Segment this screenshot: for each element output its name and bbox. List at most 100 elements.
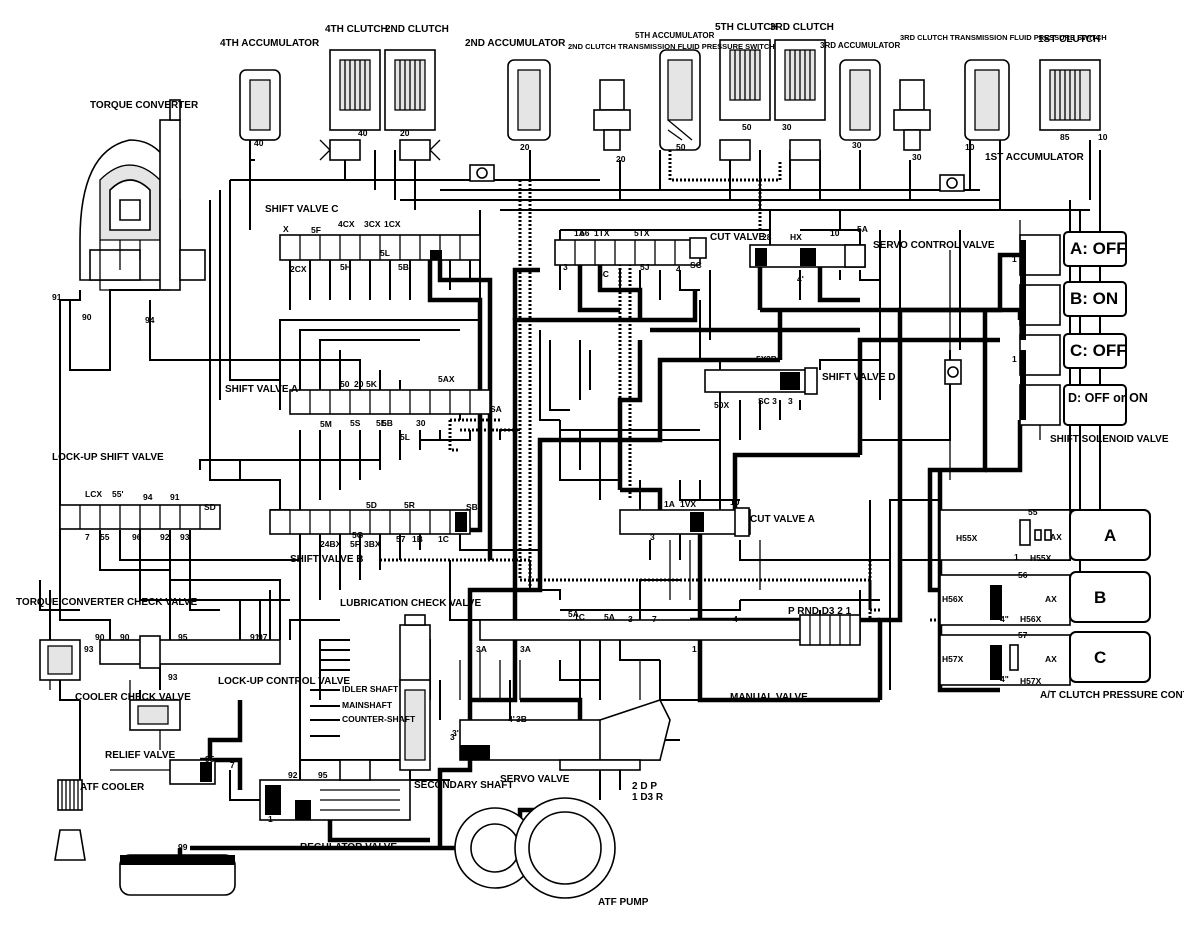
port-50: 50 bbox=[742, 122, 752, 132]
port-sc3: SC 3 bbox=[758, 396, 777, 406]
cooler-check-valve-body bbox=[129, 699, 181, 731]
port-55: 55 bbox=[1028, 507, 1038, 517]
port-99: 99 bbox=[178, 842, 188, 852]
port-3bx: 3BX bbox=[364, 539, 381, 549]
port-hx: HX bbox=[790, 232, 802, 242]
label-cut-valve-a: CUT VALVE A bbox=[750, 514, 815, 525]
servo-valve-body bbox=[459, 699, 671, 771]
port-1: 1 bbox=[268, 814, 273, 824]
port-3a: 3A bbox=[520, 644, 531, 654]
port-4pp: 4" bbox=[1000, 674, 1009, 684]
port-92: 92 bbox=[160, 532, 170, 542]
port-4p: 4' bbox=[508, 714, 515, 724]
port-50: 50 bbox=[676, 142, 686, 152]
label-4th-clutch: 4TH CLUTCH bbox=[325, 24, 388, 35]
port-3: 3 bbox=[563, 262, 568, 272]
port-50: 50 bbox=[340, 379, 350, 389]
port-90: 90 bbox=[95, 632, 105, 642]
pcs-a-label: A bbox=[1104, 526, 1116, 545]
label-shift-valve-a: SHIFT VALVE A bbox=[225, 384, 298, 395]
label-2nd-clutch: 2ND CLUTCH bbox=[385, 24, 449, 35]
clutch-1st bbox=[1039, 59, 1101, 131]
component-labels: TORQUE CONVERTER 4TH ACCUMULATOR 4TH CLU… bbox=[16, 22, 1184, 908]
lubrication-check-valve-body bbox=[399, 614, 431, 686]
port-7: 7 bbox=[230, 760, 235, 770]
port-91: 91 bbox=[170, 492, 180, 502]
pressure-switch-2nd bbox=[593, 79, 631, 151]
port-85: 85 bbox=[1060, 132, 1070, 142]
port-93: 93 bbox=[168, 672, 178, 682]
manual-valve-body bbox=[479, 614, 861, 646]
port-sa: SA bbox=[490, 404, 502, 414]
port-5b: 5B bbox=[398, 262, 409, 272]
port-numbers: 40 40 20 20 20 50 50 30 30 30 10 10 85 1… bbox=[52, 122, 1108, 852]
pcs-h55x: H55X bbox=[1030, 553, 1052, 563]
port-sc: SC bbox=[690, 260, 702, 270]
port-10: 10 bbox=[1098, 132, 1108, 142]
port-1c: 1C bbox=[574, 612, 585, 622]
solenoid-c-state-box: C: OFF bbox=[1063, 333, 1127, 369]
atf-pump-body bbox=[454, 797, 616, 899]
port-30: 30 bbox=[416, 418, 426, 428]
pcs-ax: AX bbox=[1050, 532, 1062, 542]
port-1: 1 bbox=[1014, 552, 1019, 562]
label-countershaft: COUNTER-SHAFT bbox=[342, 714, 416, 724]
pcs-h55x: H55X bbox=[956, 533, 978, 543]
label-3rd-accumulator: 3RD ACCUMULATOR bbox=[820, 41, 901, 50]
label-lockup-control-valve: LOCK-UP CONTROL VALVE bbox=[218, 676, 350, 687]
port-7: 7 bbox=[85, 532, 90, 542]
port-3a: 3A bbox=[476, 644, 487, 654]
port-95: 95 bbox=[318, 770, 328, 780]
label-1st-clutch: 1ST CLUTCH bbox=[1038, 34, 1100, 45]
port-96: 96 bbox=[132, 532, 142, 542]
port-30: 30 bbox=[852, 140, 862, 150]
port-20: 20 bbox=[520, 142, 530, 152]
port-4: 4 bbox=[676, 264, 681, 274]
port-4: 4 bbox=[733, 614, 738, 624]
pcs-h56x: H56X bbox=[942, 594, 964, 604]
solenoid-b-state: B: ON bbox=[1070, 289, 1118, 308]
port-5m: 5M bbox=[320, 419, 332, 429]
cut-valve-body bbox=[554, 237, 707, 266]
label-cut-valve: CUT VALVE bbox=[710, 232, 766, 243]
port-1: 1 bbox=[1012, 254, 1017, 264]
port-5r: 5R bbox=[404, 500, 415, 510]
port-50x: 50X bbox=[714, 400, 729, 410]
port-5d: 5D bbox=[366, 500, 377, 510]
selector-bottom: 1 D3 R bbox=[632, 792, 664, 803]
clutch-4th bbox=[319, 49, 381, 161]
port-1cx: 1CX bbox=[384, 219, 401, 229]
solenoid-a-state-box: A: OFF bbox=[1063, 231, 1127, 267]
label-lockup-shift-valve: LOCK-UP SHIFT VALVE bbox=[52, 452, 164, 463]
label-secondary-shaft: SECONDARY SHAFT bbox=[414, 780, 513, 791]
label-3rd-clutch: 3RD CLUTCH bbox=[770, 22, 834, 33]
solenoid-d-state: D: OFF or ON bbox=[1068, 391, 1148, 405]
label-manual-valve: MANUAL VALVE bbox=[730, 692, 808, 703]
accumulator-5th bbox=[659, 49, 701, 151]
port-1tx: 1TX bbox=[594, 228, 610, 238]
port-3: 3 bbox=[650, 532, 655, 542]
port-1c: 1C bbox=[438, 534, 449, 544]
port-94: 94 bbox=[145, 315, 155, 325]
label-4th-accumulator: 4TH ACCUMULATOR bbox=[220, 38, 320, 49]
port-94: 94 bbox=[143, 492, 153, 502]
solenoid-b-state-box: B: ON bbox=[1063, 281, 1127, 317]
torque-converter-check-valve-body bbox=[39, 639, 81, 681]
shift-solenoid-valve-block bbox=[1019, 234, 1061, 426]
label-mainshaft: MAINSHAFT bbox=[342, 700, 393, 710]
port-56: 56 bbox=[1018, 570, 1028, 580]
label-regulator-valve: REGULATOR VALVE bbox=[300, 842, 397, 853]
port-90: 90 bbox=[120, 632, 130, 642]
pcs-h57x: H57X bbox=[942, 654, 964, 664]
pcs-c-label: C bbox=[1094, 648, 1106, 667]
label-relief-valve: RELIEF VALVE bbox=[105, 750, 176, 761]
port-4p: 4' bbox=[797, 274, 804, 284]
clutch-5th bbox=[719, 39, 771, 161]
label-shift-valve-b: SHIFT VALVE B bbox=[290, 554, 364, 565]
pcs-a-box: A bbox=[1069, 509, 1151, 561]
check-valves bbox=[469, 164, 965, 385]
port-1a: 1A bbox=[664, 499, 675, 509]
port-4pp: 4" bbox=[1000, 614, 1009, 624]
port-5k: 5K bbox=[366, 379, 378, 389]
